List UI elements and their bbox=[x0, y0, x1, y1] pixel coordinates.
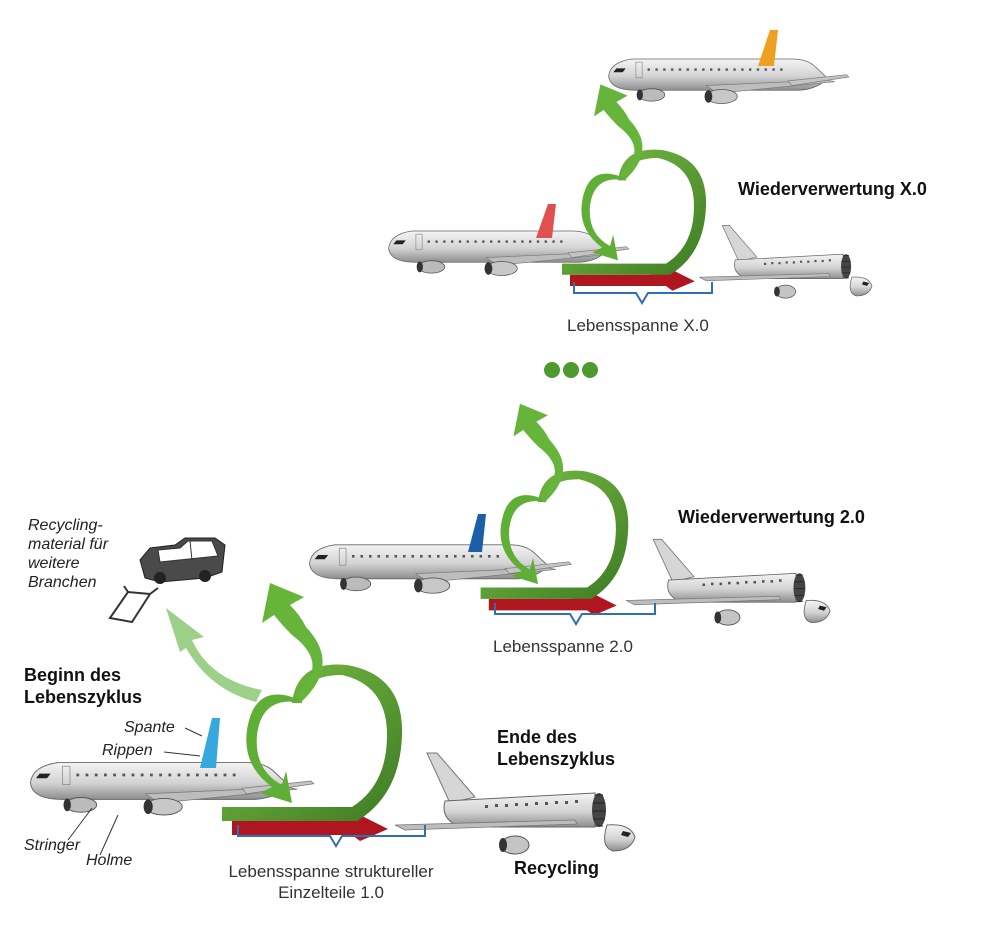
disassembled-airplane-x bbox=[698, 225, 873, 299]
airplane-x bbox=[608, 30, 850, 104]
airplane-2 bbox=[309, 514, 572, 594]
end-label: Ende des Lebenszyklus bbox=[497, 726, 615, 770]
beginning-label-line1: Beginn des bbox=[24, 665, 122, 685]
span-bracket-x bbox=[573, 282, 713, 305]
part-label-spante: Spante bbox=[124, 719, 175, 736]
airplane-icon bbox=[608, 58, 850, 104]
span-bracket-2 bbox=[494, 603, 656, 626]
airplane-x-prev bbox=[388, 204, 630, 276]
other-industries-label: Recycling- material für weitere Branchen bbox=[28, 516, 108, 592]
beginning-airplane bbox=[29, 718, 315, 816]
disassembled-airplane-2 bbox=[625, 538, 831, 626]
disassembled-airplane-icon bbox=[625, 538, 831, 626]
parts-callout-lines bbox=[67, 727, 203, 856]
span-2-label: Lebensspanne 2.0 bbox=[493, 637, 633, 656]
other-industries-line1: Recycling- bbox=[28, 517, 103, 534]
beginning-label: Beginn des Lebenszyklus bbox=[24, 664, 142, 708]
recycling-loop-1 bbox=[222, 583, 403, 841]
span-bracket-1 bbox=[237, 825, 426, 848]
ellipsis-dots-icon bbox=[544, 362, 598, 378]
span-1-label: Lebensspanne struktureller Einzelteile 1… bbox=[211, 861, 451, 903]
part-label-stringer: Stringer bbox=[24, 837, 81, 854]
span-1-label-line2: Einzelteile 1.0 bbox=[278, 883, 384, 902]
end-label-line2: Lebenszyklus bbox=[497, 749, 616, 769]
other-industries-line2: material für bbox=[28, 536, 109, 553]
reuse-x-label: Wiederverwertung X.0 bbox=[738, 179, 927, 199]
recycling-loop-2 bbox=[480, 403, 629, 616]
part-label-holme: Holme bbox=[86, 852, 133, 869]
span-1-label-line1: Lebensspanne struktureller bbox=[228, 862, 434, 881]
recycling-label: Recycling bbox=[514, 858, 600, 878]
branch-arrow bbox=[166, 608, 262, 702]
other-industries-line4: Branchen bbox=[28, 574, 97, 591]
car-body-icon bbox=[139, 537, 226, 584]
bicycle-frame-icon bbox=[108, 585, 159, 624]
tail-structure-highlight bbox=[200, 718, 220, 768]
other-industries-line3: weitere bbox=[28, 555, 80, 572]
beginning-label-line2: Lebenszyklus bbox=[24, 687, 143, 707]
end-label-line1: Ende des bbox=[497, 727, 578, 747]
disassembled-airplane-icon bbox=[698, 225, 873, 299]
part-label-rippen: Rippen bbox=[102, 742, 153, 759]
reuse-2-label: Wiederverwertung 2.0 bbox=[678, 507, 865, 527]
span-x-label: Lebensspanne X.0 bbox=[567, 316, 709, 335]
